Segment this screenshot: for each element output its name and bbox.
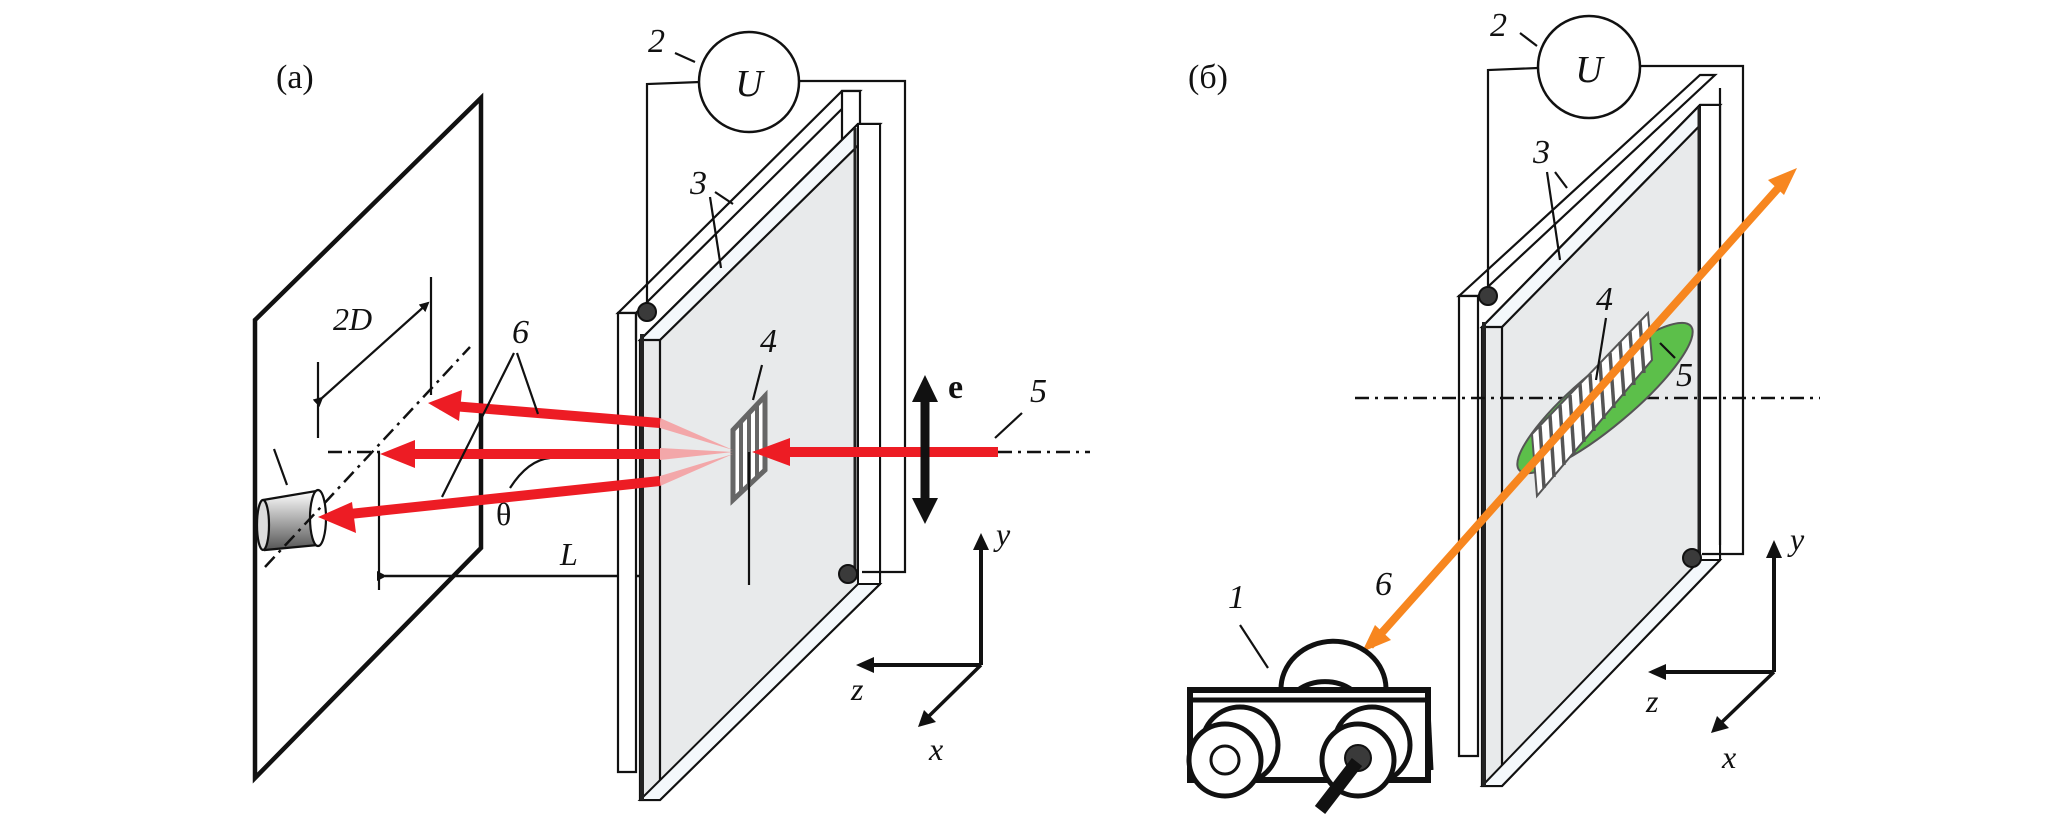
contact-top-dot [637,302,657,322]
polarization-double-arrow-icon [912,375,938,524]
coordinate-axes-b [1648,540,1782,733]
diffracted-beams [318,390,733,533]
callout-2-label: 2 [648,23,665,60]
polarization-label: e [948,369,963,406]
voltage-source-icon: U [697,30,801,134]
angle-theta-arc [509,456,551,489]
callout-3-label: 3 [689,165,707,202]
axis-x-label-b: x [1721,739,1736,775]
callout-5-label-b: 5 [1676,357,1693,394]
wire-right [800,79,907,574]
axis-z-label-a: z [850,671,864,707]
contact-top-dot-b [1478,286,1498,306]
screen-panel [252,92,484,784]
electrode-plates-b [1456,73,1723,788]
callout-4-label-b: 4 [1596,281,1613,318]
panel-b: (б) U 2 3 [1186,7,1820,814]
dim-2d-label: 2D [333,301,372,337]
dim-l-label: L [559,536,578,572]
contact-bottom-dot [838,564,858,584]
screen-diagonal-axis [264,346,471,568]
grating-icon [730,389,768,585]
panel-a: (a) 2D L θ [252,23,1090,802]
contact-bottom-dot-b [1682,548,1702,568]
axis-x-label-a: x [928,731,943,767]
coordinate-axes-a [856,533,989,727]
camera-cylinder-icon [255,448,328,552]
voltage-source-icon-b: U [1536,14,1642,120]
wire-right-b [1641,64,1745,556]
laser-beam-arrowhead [752,438,790,466]
axis-z-label-b: z [1645,683,1659,719]
axis-y-label-b: y [1787,521,1805,557]
callout-6-label: 6 [512,314,529,351]
callout-4-label: 4 [760,323,777,360]
callout-5-label: 5 [1030,373,1047,410]
angle-theta-label: θ [496,496,511,532]
beam-6-orange [1362,168,1797,652]
callout-2-label-b: 2 [1490,7,1507,44]
camera-icon [1186,638,1434,814]
axis-y-label-a: y [993,516,1011,552]
wire-left [645,80,701,304]
wire-left-b [1486,66,1539,288]
callout-6-label-b: 6 [1375,566,1392,603]
voltage-source-symbol-b: U [1575,49,1605,91]
panel-a-label: (a) [276,59,314,96]
dim-2d-arrow [312,301,430,408]
voltage-source-symbol: U [735,63,765,105]
callout-1-label-b: 1 [1228,579,1245,616]
panel-b-label: (б) [1188,59,1228,96]
callout-3-label-b: 3 [1532,134,1550,171]
